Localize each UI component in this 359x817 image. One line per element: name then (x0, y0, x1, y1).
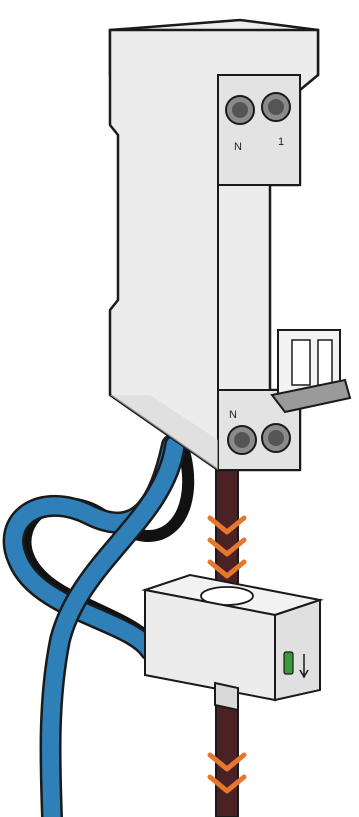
sensor-led (284, 652, 293, 674)
neutral-bottom-label: N (229, 409, 237, 421)
brown-cable-lower (216, 700, 238, 817)
phase-top-label: 1 (278, 136, 284, 148)
current-sensor-clamp (145, 575, 320, 710)
neutral-top-label: N (234, 141, 242, 153)
breaker-toggle-lever (272, 330, 350, 412)
